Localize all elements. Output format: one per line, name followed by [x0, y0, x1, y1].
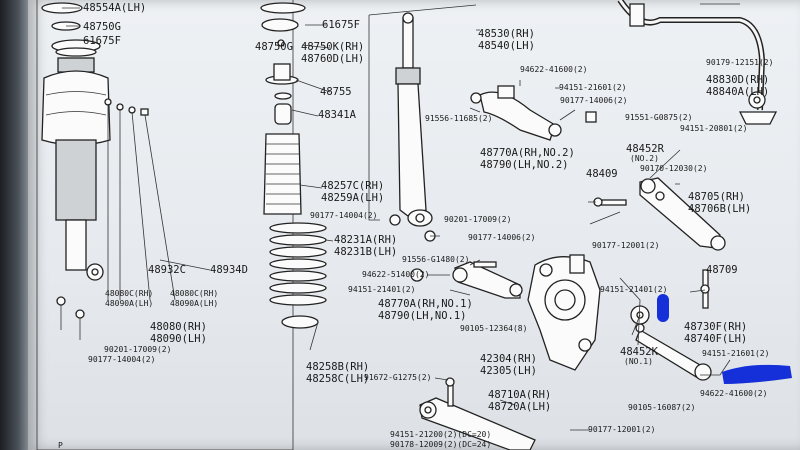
label-94151-21601-bottom: 94151-21601(2)	[702, 349, 769, 358]
label-48409: 48409	[586, 168, 618, 180]
part-labels: 48554A(LH) 48750G 61675F 61675F 48750G 4…	[58, 2, 773, 450]
label-48710A: 48710A(RH)	[488, 389, 551, 401]
label-61675F-mid: 61675F	[322, 19, 360, 31]
label-48090A-right: 48090A(LH)	[170, 299, 218, 308]
label-48720A: 48720A(LH)	[488, 401, 551, 413]
label-48231B: 48231B(LH)	[334, 246, 397, 258]
knuckle-42304	[527, 254, 601, 371]
label-48790-no2: 48790(LH,NO.2)	[480, 159, 569, 171]
label-48705: 48705(RH)	[688, 191, 745, 203]
air-strut-assembly	[41, 2, 111, 319]
label-94151-20801: 94151-20801(2)	[680, 124, 747, 133]
label-48830D: 48830D(RH)	[706, 74, 769, 86]
label-94622-41600-bottom: 94622-41600(2)	[700, 389, 767, 398]
label-48770A-no1: 48770A(RH,NO.1)	[378, 298, 473, 310]
label-90177-14006-mid: 90177-14006(2)	[468, 233, 535, 242]
label-94151-21401-left: 94151-21401(2)	[348, 285, 415, 294]
coil-spring	[269, 222, 327, 329]
upper-arm-no1	[452, 261, 523, 299]
label-94151-21401-right: 94151-21401(2)	[600, 285, 667, 294]
label-48770A-no2: 48770A(RH,NO.2)	[480, 147, 575, 159]
label-48258C: 48258C(LH)	[306, 373, 369, 385]
label-94151-21601-top: 94151-21601(2)	[559, 83, 626, 92]
label-48755: 48755	[320, 86, 352, 98]
label-48257C: 48257C(RH)	[321, 180, 384, 192]
shock-washer-left	[389, 214, 401, 226]
lower-arm-48705	[639, 177, 726, 251]
toe-link-48730F	[635, 323, 712, 381]
small-seal-parts	[104, 98, 149, 116]
label-48452R: 48452R	[626, 143, 665, 155]
label-48090: 48090(LH)	[150, 333, 207, 345]
label-48530: 48530(RH)	[478, 28, 535, 40]
label-61675F-top: 61675F	[83, 35, 121, 47]
label-48750K: 48750K(RH)	[301, 41, 364, 53]
label-48750G-mid: 48750G	[255, 41, 293, 53]
label-90178-12009: 90178-12009(2)(DC=24)	[390, 440, 491, 449]
label-90177-12001-mid: 90177-12001(2)	[592, 241, 659, 250]
label-90201-17009-left: 90201-17009(2)	[104, 345, 171, 354]
label-48258B: 48258B(RH)	[306, 361, 369, 373]
label-48840A: 48840A(LH)	[706, 86, 769, 98]
label-94151-21200: 94151-21200(2)(DC=20)	[390, 430, 491, 439]
label-48540: 48540(LH)	[478, 40, 535, 52]
label-90177-12001-bottom: 90177-12001(2)	[588, 425, 655, 434]
label-90177-14004-left: 90177-14004(2)	[88, 355, 155, 364]
label-48231A: 48231A(RH)	[334, 234, 397, 246]
leader-lines-left	[107, 104, 176, 301]
label-42305: 42305(LH)	[480, 365, 537, 377]
label-48790-no1: 48790(LH,NO.1)	[378, 310, 467, 322]
label-90179-12151: 90179-12151(2)	[706, 58, 773, 67]
label-48934D: 48934D	[210, 264, 248, 276]
bolt-48709	[700, 269, 710, 309]
monitor-bezel	[0, 0, 30, 450]
label-48080C-left: 48080C(RH)	[105, 289, 153, 298]
label-42304: 42304(RH)	[480, 353, 537, 365]
label-90105-16087: 90105-16087(2)	[628, 403, 695, 412]
label-48554A: 48554A(LH)	[83, 2, 146, 14]
upper-arm-no2	[470, 85, 597, 141]
label-48452K: 48452K	[620, 346, 659, 358]
label-48730F: 48730F(RH)	[684, 321, 747, 333]
label-48932C: 48932C	[148, 264, 186, 276]
label-91556-G1480: 91556-G1480(2)	[402, 255, 469, 264]
washer-94622	[410, 268, 424, 282]
label-94622-41600-top: 94622-41600(2)	[520, 65, 587, 74]
lower-arm-48710A	[419, 397, 536, 450]
stabilizer-bar	[617, 0, 778, 125]
label-48080C-right: 48080C(RH)	[170, 289, 218, 298]
shock-absorber	[395, 12, 433, 227]
label-48452K-no: (NO.1)	[624, 357, 653, 366]
label-91672-G1275: 91672-G1275(2)	[364, 373, 431, 382]
label-48750G-top: 48750G	[83, 21, 121, 33]
bolt-48409	[593, 197, 627, 207]
label-48259A: 48259A(LH)	[321, 192, 384, 204]
label-91556-11685: 91556-11685(2)	[425, 114, 492, 123]
label-48709: 48709	[706, 264, 738, 276]
label-48080: 48080(RH)	[150, 321, 207, 333]
label-90170-12030: 90170-12030(2)	[640, 164, 707, 173]
label-48090A-left: 48090A(LH)	[105, 299, 153, 308]
label-91551-G0875: 91551-G0875(2)	[625, 113, 692, 122]
label-90201-17009-center: 90201-17009(2)	[444, 215, 511, 224]
label-48760D: 48760D(LH)	[301, 53, 364, 65]
label-90177-14004-center: 90177-14004(2)	[310, 211, 377, 220]
page-marker: P	[58, 441, 63, 450]
blue-marker-horizontal	[722, 364, 792, 384]
blue-marker-vertical	[657, 294, 669, 322]
leader-lines-center-left	[291, 24, 334, 351]
label-48341A: 48341A	[318, 109, 357, 121]
label-90177-14006-top: 90177-14006(2)	[560, 96, 627, 105]
label-94622-51400: 94622-51400(2)	[362, 270, 429, 279]
label-90105-12364: 90105-12364(8)	[460, 324, 527, 333]
label-48452R-no: (NO.2)	[630, 154, 659, 163]
label-48706B: 48706B(LH)	[688, 203, 751, 215]
bolt-91672	[445, 377, 455, 407]
upper-mount-and-boot	[260, 2, 306, 215]
label-48740F: 48740F(LH)	[684, 333, 747, 345]
